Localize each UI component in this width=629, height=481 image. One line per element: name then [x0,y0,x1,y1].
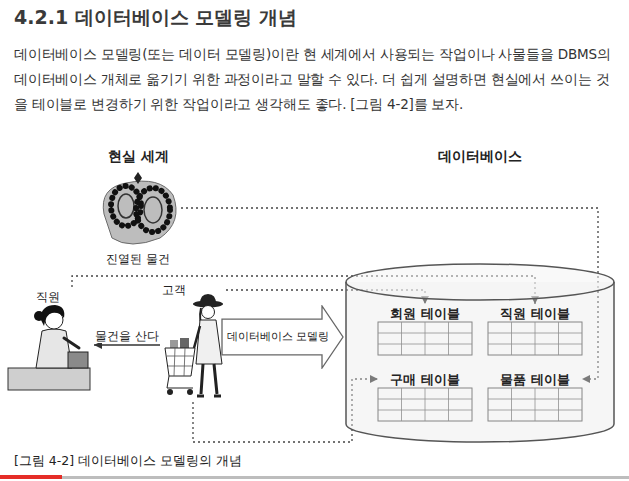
customer-illustration [167,376,193,388]
staff-illustration [34,311,44,321]
video-progress-bar [0,476,629,479]
customer-illustration [165,348,195,376]
customer-illustration [197,395,221,398]
modeling-arrow: 데이터베이스 모델링 [221,305,344,369]
staff-illustration [8,368,90,390]
staff-illustration [68,352,88,368]
staff-figure: 직원 [4,287,94,395]
customer-illustration [194,326,200,348]
connector-label: 물건을 산다 [94,329,160,343]
table-box: 구매 테이블 [378,370,472,424]
node-label: 데이터베이스 [438,148,522,165]
display-item-figure: 진열된 물건 [95,168,181,268]
customer-illustration [187,389,193,395]
jewelry-illustration [103,181,176,244]
table-box: 회원 테이블 [378,304,472,358]
connector-arrow [94,344,160,346]
section-title: 4.2.1 데이터베이스 모델링 개념 [14,5,297,31]
cylinder-top [346,264,614,300]
table-box: 직원 테이블 [488,304,582,358]
table-box: 물품 테이블 [488,370,582,424]
staff-illustration [64,338,79,348]
jewelry-illustration [118,194,134,218]
node-label: 고객 [162,283,186,297]
customer-illustration [167,389,173,395]
node-label: 진열된 물건 [106,252,170,266]
video-progress-bar [0,475,62,479]
node-label: 회원 테이블 [390,306,459,321]
database-cylinder: 데이터베이스회원 테이블 직원 테이블구매 테이블 물품 테이블 [345,148,615,443]
customer-figure: 고객 [160,282,226,402]
jewelry-illustration [136,188,170,232]
node-label: 직원 테이블 [500,306,569,321]
customer-illustration [202,306,215,319]
customer-illustration [167,348,193,376]
jewelry-illustration [103,172,176,244]
jewelry-illustration [134,172,142,184]
jewelry-illustration [144,197,162,223]
node-label: 직원 [36,290,60,304]
staff-illustration [8,305,90,390]
node-label: 물품 테이블 [500,372,569,387]
video-progress-bar [0,475,629,479]
customer-illustration [180,338,189,349]
section-heading: 현실 세계 [108,148,169,166]
staff-illustration [36,329,72,368]
body-paragraph: 데이터베이스 모델링(또는 데이터 모델링)이란 현 세계에서 사용되는 작업이… [14,42,618,117]
customer-illustration [165,294,223,396]
customer-illustration [201,364,217,394]
cylinder-shape [345,148,615,443]
figure-caption: [그림 4-2] 데이터베이스 모델링의 개념 [14,453,242,470]
node-label: 데이터베이스 모델링 [227,330,330,343]
cylinder-body [346,282,614,442]
node-label: 구매 테이블 [390,372,459,387]
block-arrow-shape [222,306,343,368]
